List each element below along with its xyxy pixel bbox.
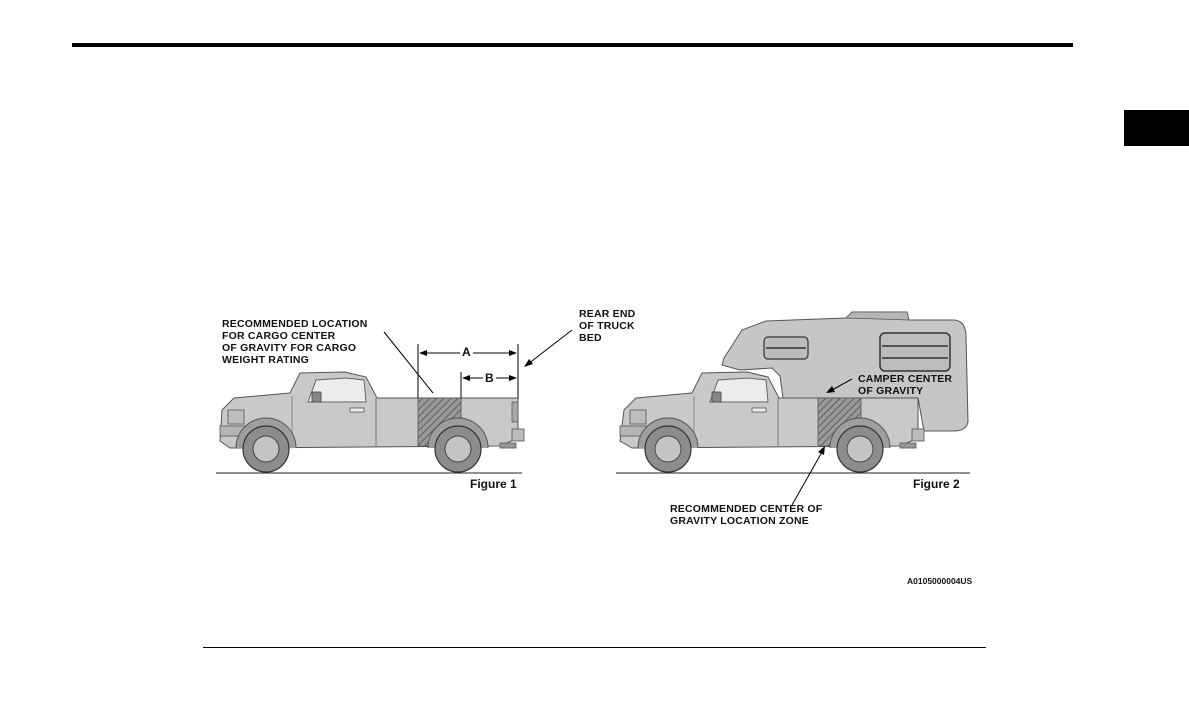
gravity-zone-label: RECOMMENDED CENTER OF GRAVITY LOCATION Z… bbox=[670, 503, 822, 527]
dimension-b-label: B bbox=[483, 371, 496, 385]
camper-center-label: CAMPER CENTER OF GRAVITY bbox=[858, 373, 952, 397]
figure-2-caption: Figure 2 bbox=[913, 477, 960, 491]
image-code: A0105000004US bbox=[907, 576, 972, 586]
rear-end-label: REAR END OF TRUCK BED bbox=[579, 308, 635, 344]
cargo-center-label: RECOMMENDED LOCATION FOR CARGO CENTER OF… bbox=[222, 318, 368, 366]
figure-1-caption: Figure 1 bbox=[470, 477, 517, 491]
dimension-a-label: A bbox=[460, 345, 473, 359]
